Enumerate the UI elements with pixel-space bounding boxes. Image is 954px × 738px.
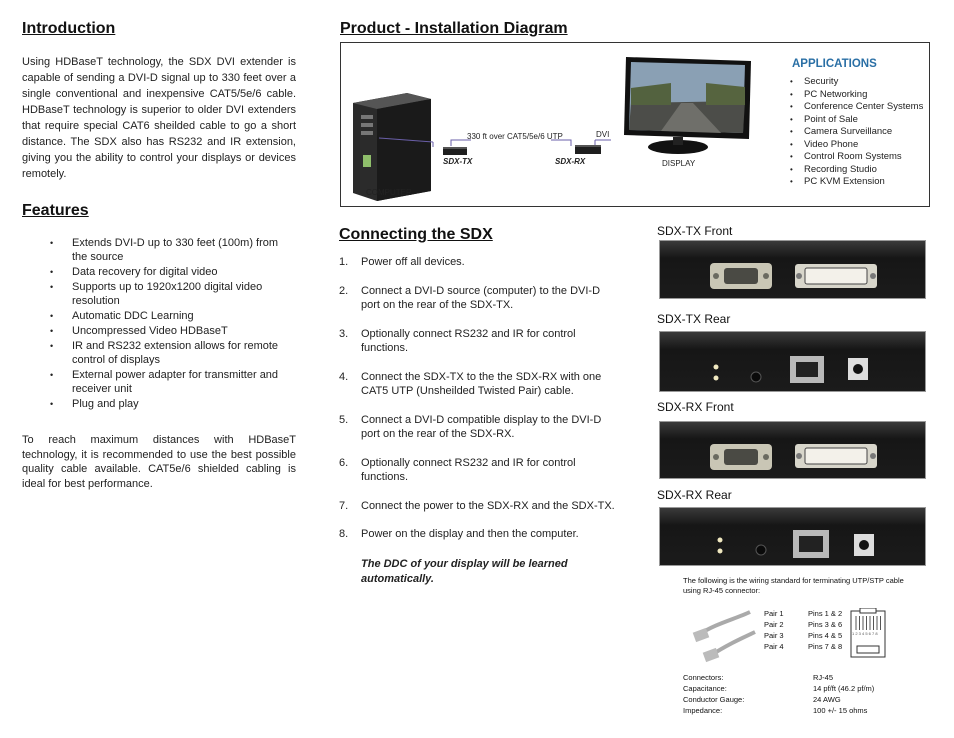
installation-diagram-graphic bbox=[353, 57, 751, 201]
list-item: Security bbox=[790, 76, 923, 89]
step-text: Optionally connect RS232 and IR for cont… bbox=[361, 327, 576, 355]
spec-label: Impedance: bbox=[683, 706, 723, 715]
spec-value: RJ-45 bbox=[813, 673, 834, 682]
pins-label: Pins 7 & 8 bbox=[808, 642, 843, 651]
step-text: Power off all devices. bbox=[361, 256, 465, 268]
step-number: 4. bbox=[339, 370, 349, 383]
step-text: Connect a DVI-D source (computer) to the… bbox=[361, 284, 601, 312]
introduction-heading: Introduction bbox=[22, 20, 116, 37]
features-heading: Features bbox=[22, 202, 89, 219]
step-text: Connect the power to the SDX-RX and the … bbox=[361, 499, 615, 512]
ddc-note: The DDC of your display will be learned … bbox=[361, 558, 568, 585]
tx-front-panel bbox=[659, 240, 926, 299]
list-item: 4. Connect the SDX-TX to the the SDX-RX w… bbox=[339, 370, 619, 399]
list-item: 7. Connect the power to the SDX-RX and th… bbox=[339, 499, 619, 514]
pair-label: Pair 1 bbox=[764, 609, 784, 618]
pins-label: Pins 3 & 6 bbox=[808, 620, 843, 629]
cable-recommendation-text: To reach maximum distances with HDBaseT … bbox=[22, 434, 296, 490]
step-text: Connect the SDX-TX to the the SDX-RX wit… bbox=[361, 370, 602, 398]
step-text: Optionally connect RS232 and IR for cont… bbox=[361, 456, 576, 484]
pair-label: Pair 4 bbox=[764, 642, 784, 651]
step-text: Power on the display and then the comput… bbox=[361, 528, 579, 540]
rx-rear-panel bbox=[659, 507, 926, 566]
tx-rear-ports-graphic bbox=[713, 356, 868, 383]
connecting-heading: Connecting the SDX bbox=[339, 226, 493, 243]
step-number: 7. bbox=[339, 499, 349, 512]
rx-front-ports-graphic bbox=[710, 444, 877, 470]
list-item: IR and RS232 extension allows for remote… bbox=[22, 339, 296, 367]
step-number: 8. bbox=[339, 528, 349, 540]
features-list: Extends DVI-D up to 330 feet (100m) from… bbox=[22, 236, 296, 412]
list-item: 2. Connect a DVI-D source (computer) to t… bbox=[339, 284, 619, 313]
spec-value: 100 +/- 15 ohms bbox=[813, 706, 868, 715]
tx-rear-title: SDX-TX Rear bbox=[657, 312, 731, 326]
pair-label: Pair 3 bbox=[764, 631, 784, 640]
sdx-tx-label: SDX-TX bbox=[443, 157, 473, 166]
step-number: 2. bbox=[339, 284, 349, 297]
step-number: 3. bbox=[339, 327, 349, 340]
applications-title: APPLICATIONS bbox=[792, 58, 877, 70]
list-item: Uncompressed Video HDBaseT bbox=[22, 324, 296, 338]
rx-front-panel bbox=[659, 421, 926, 479]
spec-label: Connectors: bbox=[683, 673, 724, 682]
dvi-label: DVI bbox=[596, 130, 610, 139]
pin-numbers: 1 2 3 4 5 6 7 8 bbox=[852, 631, 878, 636]
display-label: DISPLAY bbox=[662, 159, 696, 168]
list-item: Extends DVI-D up to 330 feet (100m) from… bbox=[22, 236, 296, 264]
list-item: 1. Power off all devices. bbox=[339, 255, 619, 270]
connection-steps: 1. Power off all devices. 2. Connect a DVI… bbox=[339, 255, 619, 556]
step-number: 6. bbox=[339, 456, 349, 469]
spec-value: 24 AWG bbox=[813, 695, 841, 704]
installation-diagram bbox=[340, 42, 930, 207]
rj45-cable-icon bbox=[692, 610, 756, 663]
list-item: Automatic DDC Learning bbox=[22, 309, 296, 323]
list-item: External power adapter for transmitter a… bbox=[22, 368, 296, 396]
rx-front-title: SDX-RX Front bbox=[657, 400, 734, 414]
list-item: PC KVM Extension bbox=[790, 176, 923, 189]
diagram-heading: Product - Installation Diagram bbox=[340, 20, 568, 37]
list-item: PC Networking bbox=[790, 89, 923, 102]
pins-label: Pins 4 & 5 bbox=[808, 631, 843, 640]
list-item: Point of Sale bbox=[790, 114, 923, 127]
introduction-text: Using HDBaseT technology, the SDX DVI ex… bbox=[22, 56, 296, 180]
applications-list: Security PC Networking Conference Center… bbox=[790, 76, 923, 189]
list-item: 8. Power on the display and then the comp… bbox=[339, 527, 619, 542]
tx-front-ports-graphic bbox=[710, 263, 877, 289]
list-item: Recording Studio bbox=[790, 164, 923, 177]
pins-label: Pins 1 & 2 bbox=[808, 609, 843, 618]
list-item: Conference Center Systems bbox=[790, 101, 923, 114]
pair-label: Pair 2 bbox=[764, 620, 784, 629]
rx-rear-ports-graphic bbox=[717, 530, 874, 558]
list-item: Video Phone bbox=[790, 139, 923, 152]
sdx-rx-icon bbox=[575, 145, 601, 154]
rj45-pinout-icon bbox=[850, 608, 886, 658]
step-number: 5. bbox=[339, 413, 349, 426]
cable-label: 330 ft over CAT5/5e/6 UTP bbox=[467, 132, 563, 141]
display-monitor-icon bbox=[624, 57, 751, 154]
rx-rear-title: SDX-RX Rear bbox=[657, 488, 732, 502]
tx-front-title: SDX-TX Front bbox=[657, 224, 733, 238]
spec-label: Conductor Gauge: bbox=[683, 695, 745, 704]
spec-label: Capacitance: bbox=[683, 684, 727, 693]
list-item: Plug and play bbox=[22, 397, 296, 411]
sdx-rx-label: SDX-RX bbox=[555, 157, 586, 166]
list-item: Supports up to 1920x1200 digital video r… bbox=[22, 280, 296, 308]
sdx-tx-icon bbox=[443, 147, 467, 155]
list-item: 5. Connect a DVI-D compatible display to … bbox=[339, 413, 619, 442]
computer-label: COMPUTER bbox=[366, 188, 412, 197]
list-item: 6. Optionally connect RS232 and IR for co… bbox=[339, 456, 619, 485]
spec-value: 14 pf/ft (46.2 pf/m) bbox=[813, 684, 875, 693]
tx-rear-panel bbox=[659, 331, 926, 392]
list-item: Control Room Systems bbox=[790, 151, 923, 164]
list-item: Camera Surveillance bbox=[790, 126, 923, 139]
wiring-intro-text: The following is the wiring standard for… bbox=[683, 576, 904, 595]
list-item: Data recovery for digital video bbox=[22, 265, 296, 279]
computer-tower-icon bbox=[353, 93, 431, 201]
step-number: 1. bbox=[339, 256, 349, 268]
step-text: Connect a DVI-D compatible display to th… bbox=[361, 413, 602, 441]
list-item: 3. Optionally connect RS232 and IR for co… bbox=[339, 327, 619, 356]
